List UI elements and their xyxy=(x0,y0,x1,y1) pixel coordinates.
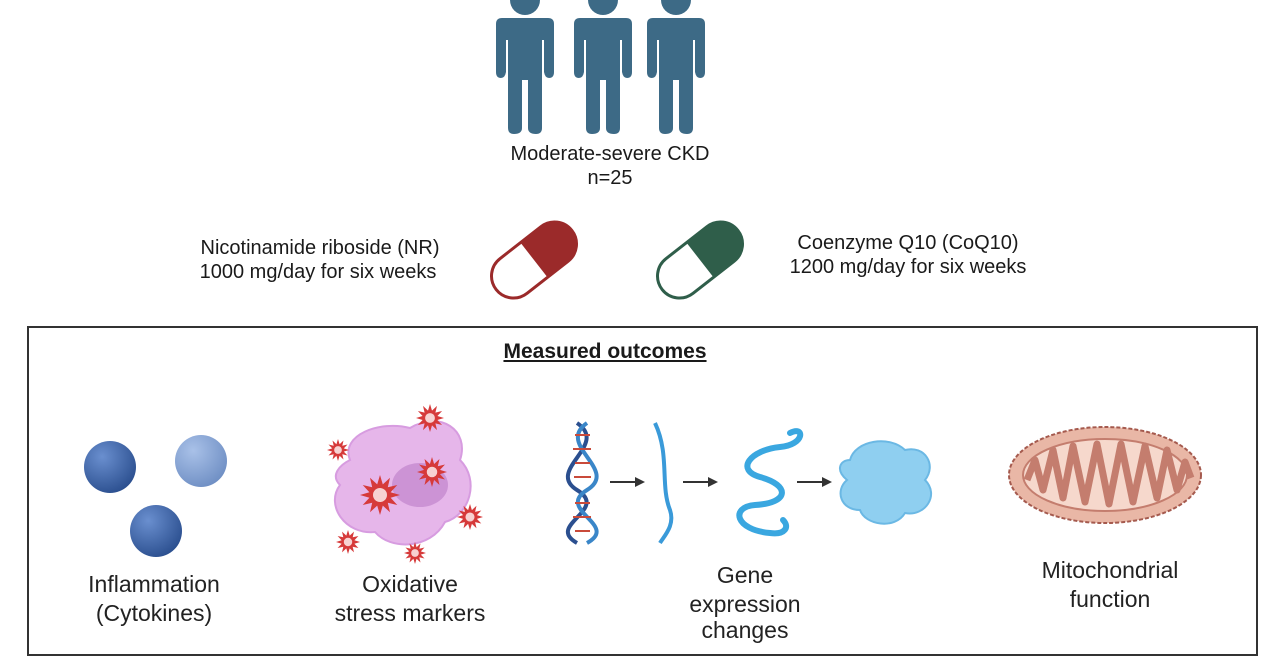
outcome-inflammation-line1: Inflammation xyxy=(88,571,220,597)
outcome-gene-line2: expression xyxy=(689,591,801,617)
cohort-label: Moderate-severe CKD xyxy=(510,143,710,165)
dna-rna-protein-icon xyxy=(565,421,932,545)
outcome-gene-line1: Gene xyxy=(716,562,774,588)
outcome-mito-line2: function xyxy=(1069,586,1151,612)
outcome-inflammation-line2: (Cytokines) xyxy=(95,600,213,626)
cytokine-spheres-icon xyxy=(84,435,227,557)
outcome-oxidative-line2: stress markers xyxy=(334,600,486,626)
mitochondrion-icon xyxy=(1008,426,1202,524)
treatment-coq10-dose: 1200 mg/day for six weeks xyxy=(789,256,1027,278)
outcome-oxidative-line1: Oxidative xyxy=(362,571,458,597)
people-icon xyxy=(496,0,705,134)
outcome-mito-line1: Mitochondrial xyxy=(1041,557,1179,583)
nr-capsule-icon xyxy=(490,220,578,300)
outcome-gene-line3: changes xyxy=(701,617,789,643)
person-icon xyxy=(647,0,705,134)
person-icon xyxy=(574,0,632,134)
cohort-count: n=25 xyxy=(587,167,633,189)
oxidative-cell-icon xyxy=(327,404,483,564)
treatment-nr-dose: 1000 mg/day for six weeks xyxy=(199,261,437,283)
treatment-nr-name: Nicotinamide riboside (NR) xyxy=(200,237,440,259)
coq10-capsule-icon xyxy=(656,220,744,300)
outcomes-title: Measured outcomes xyxy=(503,340,707,363)
person-icon xyxy=(496,0,554,134)
treatment-coq10-name: Coenzyme Q10 (CoQ10) xyxy=(797,232,1019,254)
